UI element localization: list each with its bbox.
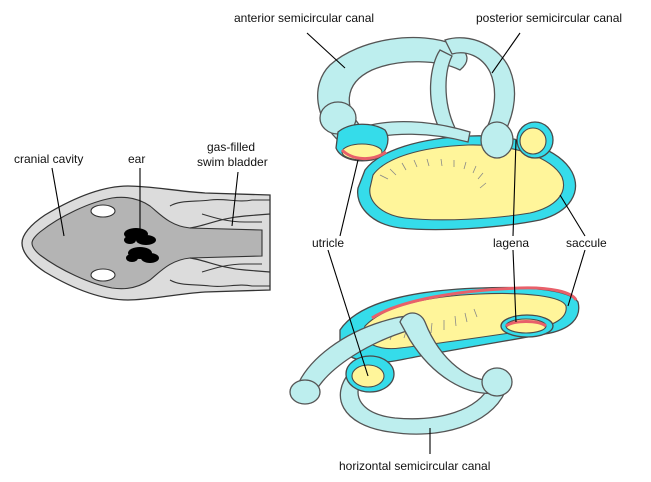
- lagena-otolith-upper: [520, 128, 546, 154]
- label-swim-bladder-line1: gas-filled: [207, 140, 255, 154]
- left-eye-upper: [91, 205, 115, 217]
- posterior-ampulla-lower: [482, 368, 512, 396]
- label-posterior-canal: posterior semicircular canal: [476, 11, 622, 25]
- label-ear: ear: [128, 152, 145, 166]
- label-lagena: lagena: [493, 236, 529, 250]
- label-anterior-canal: anterior semicircular canal: [234, 11, 374, 25]
- horizontal-ampulla: [290, 380, 320, 404]
- inner-ear-dorsal-view: [290, 288, 579, 435]
- leader-utricle-upper: [340, 160, 358, 236]
- leader-anterior: [307, 33, 345, 68]
- label-swim-bladder-line2: swim bladder: [197, 155, 268, 169]
- label-horizontal-canal: horizontal semicircular canal: [339, 459, 490, 473]
- fish-head-illustration: [22, 186, 270, 300]
- label-cranial-cavity: cranial cavity: [14, 152, 83, 166]
- leader-saccule-lower: [568, 250, 585, 306]
- leader-saccule-upper: [560, 195, 585, 236]
- label-saccule: saccule: [566, 236, 607, 250]
- label-utricle: utricle: [312, 236, 344, 250]
- left-eye-lower: [91, 269, 115, 281]
- inner-ear-lateral-view: [318, 38, 576, 230]
- posterior-ampulla: [481, 122, 513, 158]
